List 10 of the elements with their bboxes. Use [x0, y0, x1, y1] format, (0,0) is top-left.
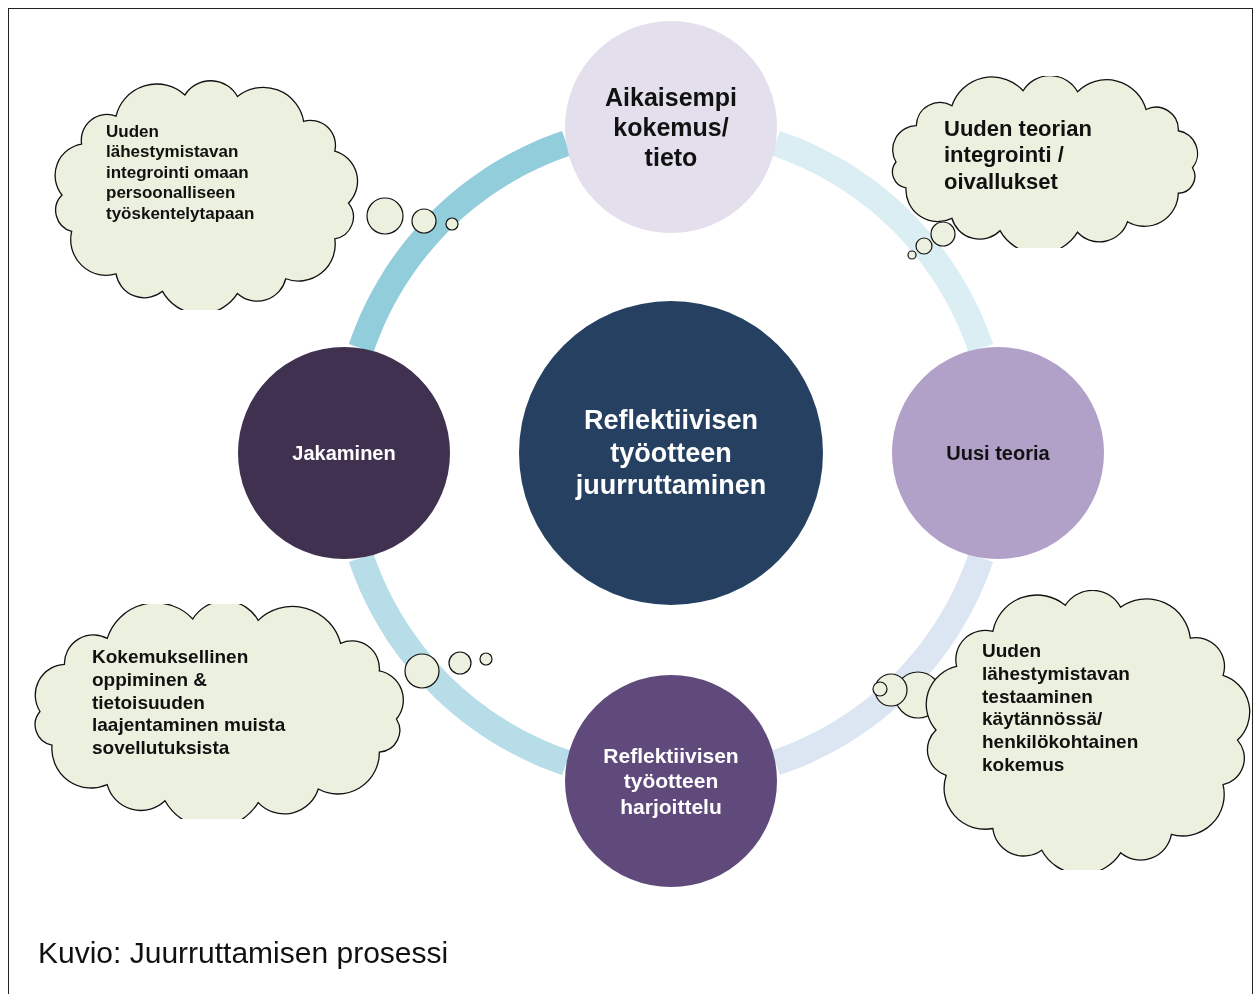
circle-label: Uusi teoria [946, 441, 1050, 465]
circle-label: Reflektiivisen työotteen juurruttaminen [574, 404, 768, 502]
circle-label: Jakaminen [292, 441, 396, 465]
circle-label: Aikaisempi kokemus/ tieto [604, 82, 738, 172]
cloud-text: Uuden lähestymistavan integrointi omaan persoonalliseen työskentelytapaan [106, 122, 256, 224]
cloud-text: Kokemuksellinen oppiminen & tietoisuuden laajentaminen muista sovellutuksista [92, 646, 287, 760]
cloud-text: Uuden teorian integrointi / oivallukset [944, 116, 1093, 196]
circle-label: Reflektiivisen työotteen harjoittelu [602, 743, 740, 819]
cloud-text: Uuden lähestymistavan testaaminen käytännössä/ henkilökohtainen kokemus [982, 640, 1140, 777]
caption: Kuvio: Juurruttamisen prosessi [38, 936, 449, 970]
